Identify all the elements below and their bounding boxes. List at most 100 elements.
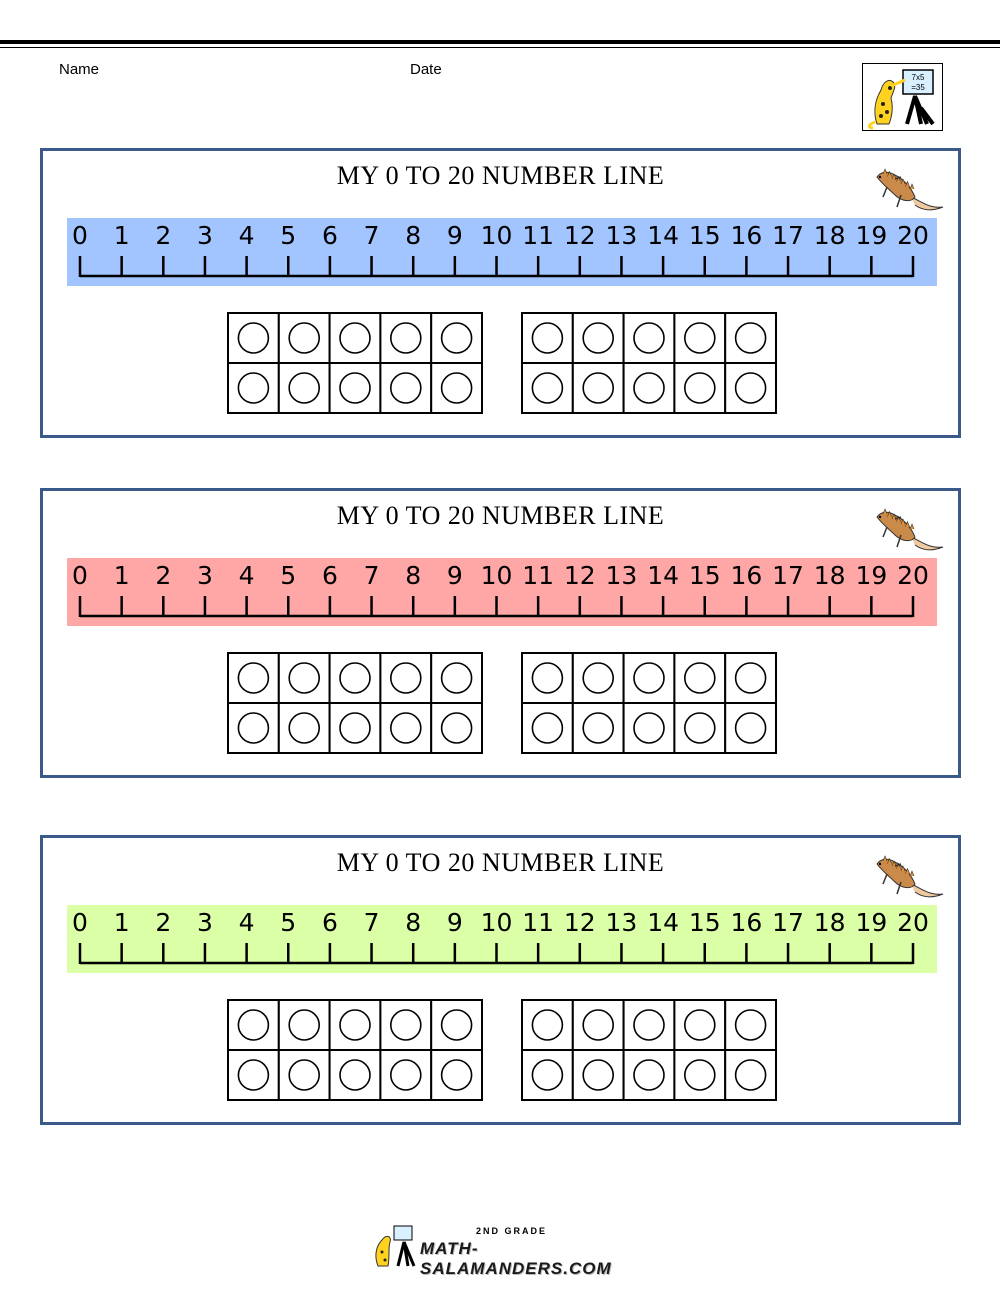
counter-circle[interactable] bbox=[734, 712, 767, 744]
card-title: MY 0 TO 20 NUMBER LINE bbox=[336, 848, 665, 877]
ten-frame-cell bbox=[328, 702, 382, 754]
counter-circle[interactable] bbox=[684, 322, 716, 354]
counter-circle[interactable] bbox=[440, 712, 473, 744]
counter-circle[interactable] bbox=[288, 1059, 320, 1091]
counter-circle[interactable] bbox=[288, 662, 320, 694]
counter-circle[interactable] bbox=[582, 372, 614, 404]
counter-circle[interactable] bbox=[684, 662, 716, 694]
counter-circle[interactable] bbox=[390, 1059, 422, 1091]
counter-circle[interactable] bbox=[582, 1059, 614, 1091]
tick-label: 6 bbox=[322, 221, 338, 250]
counter-circle[interactable] bbox=[288, 712, 320, 744]
tick-label: 2 bbox=[155, 221, 171, 250]
counter-circle[interactable] bbox=[531, 662, 564, 694]
counter-circle[interactable] bbox=[440, 1059, 473, 1091]
tick-label: 11 bbox=[522, 561, 554, 590]
counter-circle[interactable] bbox=[237, 712, 270, 744]
tick-label: 10 bbox=[481, 561, 513, 590]
counter-circle[interactable] bbox=[582, 1009, 614, 1041]
counter-circle[interactable] bbox=[237, 662, 270, 694]
tick-label: 10 bbox=[481, 221, 513, 250]
counter-circle[interactable] bbox=[339, 322, 371, 354]
ten-frame-cell bbox=[328, 362, 382, 414]
counter-circle[interactable] bbox=[339, 662, 371, 694]
counter-circle[interactable] bbox=[734, 1009, 767, 1041]
ten-frame-cell bbox=[622, 312, 676, 364]
ten-frame-cell bbox=[521, 702, 574, 754]
counter-circle[interactable] bbox=[390, 712, 422, 744]
counter-circle[interactable] bbox=[734, 322, 767, 354]
counter-circle[interactable] bbox=[633, 372, 665, 404]
counter-circle[interactable] bbox=[633, 712, 665, 744]
ten-frame-1 bbox=[227, 999, 483, 1101]
counter-circle[interactable] bbox=[582, 662, 614, 694]
counter-circle[interactable] bbox=[734, 1059, 767, 1091]
counter-circle[interactable] bbox=[390, 662, 422, 694]
tick-label: 1 bbox=[114, 561, 130, 590]
counter-circle[interactable] bbox=[531, 372, 564, 404]
counter-circle[interactable] bbox=[582, 322, 614, 354]
tick-label: 14 bbox=[647, 908, 679, 937]
counter-circle[interactable] bbox=[531, 712, 564, 744]
ten-frame-2 bbox=[521, 999, 777, 1101]
board-line-2: =35 bbox=[911, 83, 925, 92]
footer-grade-text: 2ND GRADE bbox=[476, 1226, 548, 1236]
ten-frame-cell bbox=[379, 652, 433, 704]
counter-circle[interactable] bbox=[339, 1009, 371, 1041]
counter-circle[interactable] bbox=[582, 712, 614, 744]
ten-frame-cell bbox=[430, 702, 483, 754]
counter-circle[interactable] bbox=[339, 1059, 371, 1091]
ten-frame-cell bbox=[724, 652, 777, 704]
counter-circle[interactable] bbox=[237, 1059, 270, 1091]
ten-frame-cell bbox=[379, 999, 433, 1051]
counter-circle[interactable] bbox=[684, 712, 716, 744]
ten-frame-cell bbox=[379, 362, 433, 414]
counter-circle[interactable] bbox=[390, 1009, 422, 1041]
counter-circle[interactable] bbox=[339, 712, 371, 744]
counter-circle[interactable] bbox=[734, 372, 767, 404]
tick-label: 6 bbox=[322, 908, 338, 937]
counter-circle[interactable] bbox=[531, 1009, 564, 1041]
tick-label: 0 bbox=[72, 221, 88, 250]
tick-label: 15 bbox=[689, 561, 721, 590]
counter-circle[interactable] bbox=[237, 372, 270, 404]
footer-site-link[interactable]: MATH-SALAMANDERS.COM bbox=[420, 1239, 612, 1278]
counter-circle[interactable] bbox=[734, 662, 767, 694]
tick-label: 13 bbox=[606, 908, 638, 937]
tick-label: 18 bbox=[814, 908, 846, 937]
counter-circle[interactable] bbox=[531, 1059, 564, 1091]
counter-circle[interactable] bbox=[684, 372, 716, 404]
counter-circle[interactable] bbox=[440, 322, 473, 354]
counter-circle[interactable] bbox=[633, 662, 665, 694]
counter-circle[interactable] bbox=[633, 1009, 665, 1041]
counter-circle[interactable] bbox=[684, 1009, 716, 1041]
counter-circle[interactable] bbox=[288, 1009, 320, 1041]
counter-circle[interactable] bbox=[684, 1059, 716, 1091]
tick-label: 12 bbox=[564, 561, 596, 590]
counter-circle[interactable] bbox=[440, 1009, 473, 1041]
tick-label: 13 bbox=[606, 561, 638, 590]
footer-logo: 2ND GRADE MATH-SALAMANDERS.COM bbox=[370, 1222, 640, 1278]
counter-circle[interactable] bbox=[288, 372, 320, 404]
counter-circle[interactable] bbox=[237, 322, 270, 354]
counter-circle[interactable] bbox=[237, 1009, 270, 1041]
counter-circle[interactable] bbox=[440, 662, 473, 694]
ten-frame-cell bbox=[673, 702, 727, 754]
ten-frame-cell bbox=[571, 1049, 625, 1101]
counter-circle[interactable] bbox=[390, 372, 422, 404]
ten-frame-cell bbox=[277, 652, 331, 704]
counter-circle[interactable] bbox=[390, 322, 422, 354]
counter-circle[interactable] bbox=[288, 322, 320, 354]
counter-circle[interactable] bbox=[531, 322, 564, 354]
tick-label: 9 bbox=[447, 561, 463, 590]
tick-label: 11 bbox=[522, 908, 554, 937]
counter-circle[interactable] bbox=[633, 1059, 665, 1091]
ten-frame-cell bbox=[430, 1049, 483, 1101]
counter-circle[interactable] bbox=[633, 322, 665, 354]
counter-circle[interactable] bbox=[440, 372, 473, 404]
ten-frame-cell bbox=[227, 652, 280, 704]
ten-frame-cell bbox=[724, 999, 777, 1051]
counter-circle[interactable] bbox=[339, 372, 371, 404]
